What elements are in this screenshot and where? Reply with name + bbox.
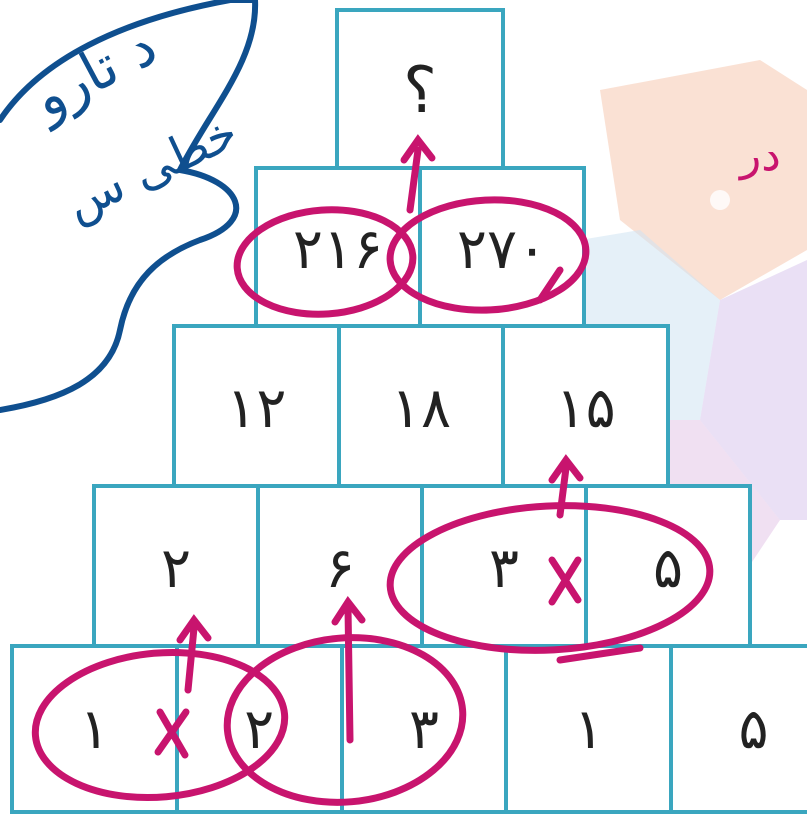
cell-value: ۱۵	[556, 376, 616, 441]
cell-value: ۱۸	[391, 376, 451, 441]
pyramid-row-top: ؟	[335, 8, 505, 174]
pyramid-cell: ۳	[424, 488, 588, 648]
pyramid-cell: ۱۵	[505, 328, 666, 488]
pyramid-cell: ۱۲	[176, 328, 341, 488]
pyramid-cell: ۱	[14, 648, 179, 810]
pyramid-cell: ۵	[588, 488, 748, 648]
pyramid-cell: ۶	[260, 488, 424, 648]
cell-value: ۱	[79, 697, 109, 762]
cell-value: ؟	[403, 54, 437, 128]
pyramid-cell: ۲	[96, 488, 260, 648]
pyramid-row-bottom: ۱ ۲ ۳ ۱ ۵	[10, 644, 807, 814]
pyramid-cell: ۲۱۶	[258, 170, 422, 328]
cell-value: ۱	[574, 697, 604, 762]
pyramid-cell: ۱۸	[341, 328, 506, 488]
cell-value: ۵	[653, 536, 683, 601]
cell-value: ۳	[489, 536, 519, 601]
side-fragment-text: در	[740, 130, 781, 181]
pyramid-cell: ۲۷۰	[422, 170, 582, 328]
cell-value: ۵	[739, 697, 769, 762]
cell-value: ۲۷۰	[457, 217, 547, 282]
pyramid-cell: ۵	[673, 648, 807, 810]
cell-value: ۲	[161, 536, 191, 601]
cell-value: ۱۲	[226, 376, 286, 441]
cell-value: ۲۱۶	[293, 217, 383, 282]
pyramid-row-3: ۱۲ ۱۸ ۱۵	[172, 324, 670, 492]
pyramid-cell: ؟	[339, 12, 501, 170]
pyramid-cell: ۲	[179, 648, 344, 810]
pyramid-row-4: ۲ ۶ ۳ ۵	[92, 484, 752, 652]
cell-value: ۶	[325, 536, 355, 601]
cell-value: ۲	[244, 697, 274, 762]
pyramid-row-2: ۲۱۶ ۲۷۰	[254, 166, 586, 332]
pyramid-cell: ۱	[508, 648, 673, 810]
cell-value: ۳	[409, 697, 439, 762]
pyramid-cell: ۳	[344, 648, 509, 810]
